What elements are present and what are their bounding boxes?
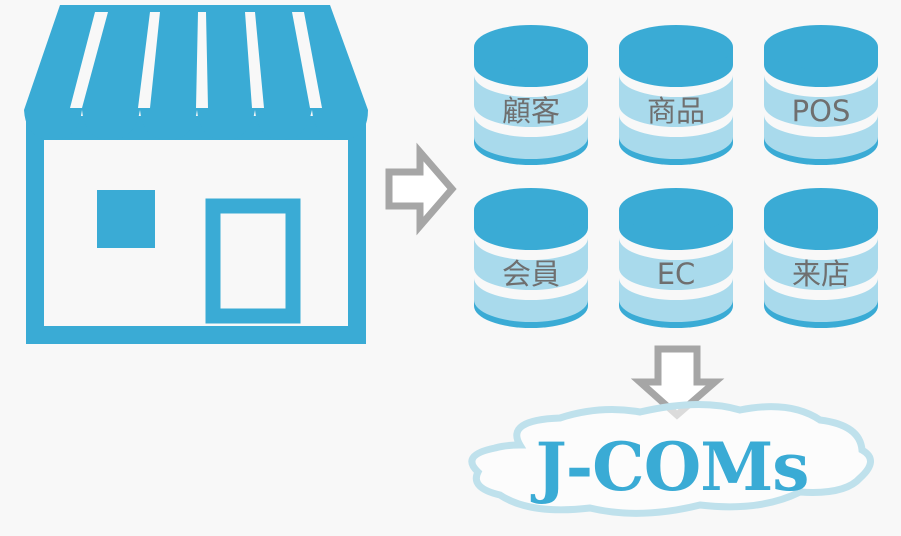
- store-icon: [24, 5, 368, 344]
- database-stripe: [619, 268, 733, 300]
- database-2: 商品: [619, 25, 733, 165]
- database-top: [764, 188, 878, 232]
- jcoms-logo: J-COMs: [531, 428, 809, 506]
- database-label: EC: [657, 257, 696, 291]
- database-stripe: [619, 228, 733, 260]
- database-stripe: [764, 228, 878, 260]
- database-band: [764, 73, 878, 159]
- database-stripe: [474, 228, 588, 260]
- database-label: 来店: [792, 257, 850, 291]
- database-4: 会員: [474, 188, 588, 328]
- database-band: [474, 236, 588, 322]
- arrow-right-icon: [385, 142, 457, 236]
- database-stripe: [474, 65, 588, 97]
- database-band: [619, 236, 733, 322]
- database-band: [764, 236, 878, 322]
- database-band: [474, 73, 588, 159]
- database-top: [474, 25, 588, 69]
- database-stripe: [619, 105, 733, 137]
- database-stripe: [474, 105, 588, 137]
- database-stripe: [619, 65, 733, 97]
- database-3: POS: [764, 25, 878, 165]
- database-stripe: [764, 105, 878, 137]
- database-stripe: [474, 268, 588, 300]
- database-label: 会員: [502, 257, 560, 291]
- database-stripe: [764, 268, 878, 300]
- database-label: 商品: [647, 94, 705, 128]
- database-5: EC: [619, 188, 733, 328]
- database-label: POS: [792, 94, 851, 128]
- database-top: [619, 188, 733, 232]
- arrow-down-icon: [630, 345, 725, 420]
- database-1: 顧客: [474, 25, 588, 165]
- database-top: [619, 25, 733, 69]
- database-top: [474, 188, 588, 232]
- database-label: 顧客: [502, 94, 560, 128]
- database-top: [764, 25, 878, 69]
- database-6: 来店: [764, 188, 878, 328]
- cloud-icon: [468, 400, 874, 517]
- database-band: [619, 73, 733, 159]
- database-stripe: [764, 65, 878, 97]
